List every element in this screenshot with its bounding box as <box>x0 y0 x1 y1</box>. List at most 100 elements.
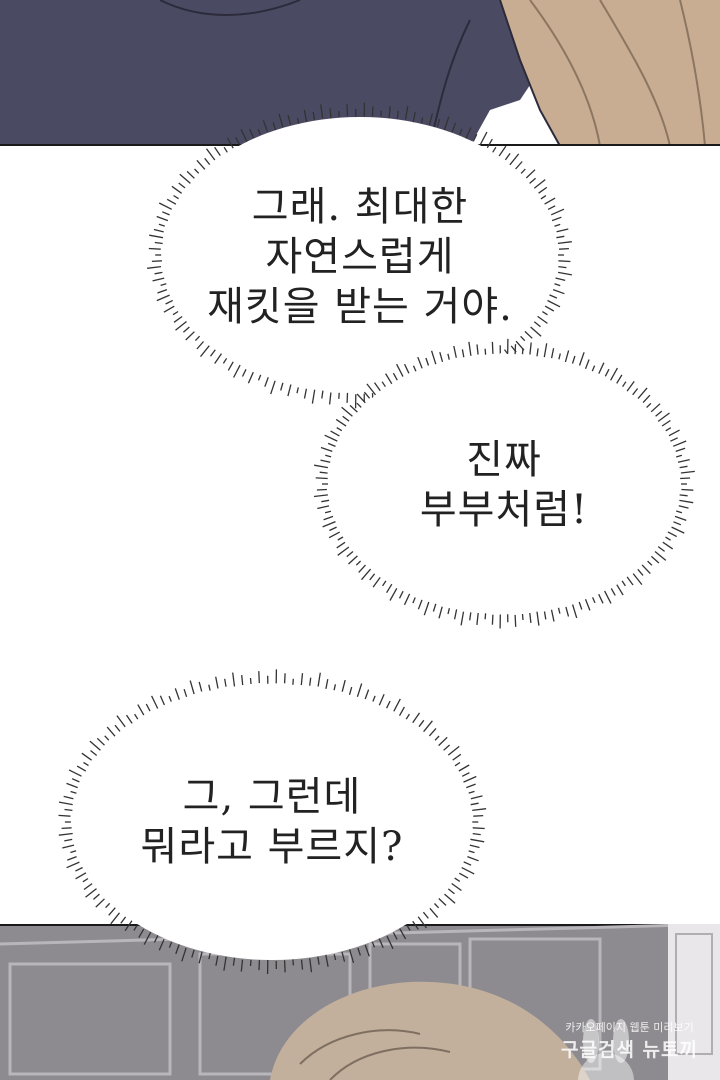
bubble-tick <box>196 159 206 170</box>
bubble-tick <box>451 122 457 133</box>
bubble-tick <box>647 560 653 566</box>
bubble-tick <box>348 555 358 565</box>
bubble-tick <box>361 568 372 581</box>
bubble-tick <box>168 695 172 702</box>
bubble-tick <box>120 916 127 924</box>
bubble-tick <box>412 597 416 604</box>
bubble-tick <box>451 882 462 892</box>
bubble-tick <box>215 676 219 689</box>
bubble-tick <box>646 402 652 408</box>
bubble-tick <box>571 355 576 364</box>
bubble-tick <box>461 867 475 875</box>
bubble-tick <box>75 872 87 880</box>
bubble-tick <box>198 951 203 964</box>
bubble-tick <box>558 265 567 269</box>
bubble-tick <box>396 110 399 119</box>
bubble-tick <box>657 412 670 422</box>
bubble-tick <box>194 335 201 342</box>
bunny-mascot-icon <box>578 1019 634 1080</box>
bubble-tick <box>463 861 472 866</box>
bubble-tick <box>62 844 75 849</box>
bubble-tick <box>358 564 366 573</box>
bubble-tick <box>81 752 92 761</box>
bubble-tick <box>173 315 183 323</box>
bubble-tick <box>145 703 151 712</box>
bubble-tick <box>439 352 444 362</box>
bubble-tick <box>342 415 350 422</box>
bubble-tick <box>356 402 362 408</box>
bubble-tick <box>672 440 687 447</box>
bubble-tick <box>61 827 72 830</box>
bubble-tick <box>555 277 566 282</box>
bubble-tick <box>529 612 532 623</box>
bubble-tick <box>336 427 343 432</box>
bubble-tick <box>386 583 393 594</box>
bubble-tick <box>467 855 479 862</box>
bubble-tick <box>552 288 565 295</box>
bubble-tick <box>521 613 524 621</box>
bubble-tick <box>547 299 561 308</box>
bubble-tick <box>114 724 121 732</box>
bubble-tick <box>578 601 583 610</box>
bubble-tick <box>468 850 475 854</box>
bubble-tick <box>677 458 690 463</box>
bubble-tick <box>319 471 328 474</box>
bubble-tick <box>165 299 173 305</box>
bubble-tick <box>162 211 170 216</box>
bubble-tick <box>346 550 354 558</box>
bubble-tick <box>650 403 661 413</box>
bubble-tick <box>300 959 304 970</box>
bubble-tick <box>472 827 485 830</box>
bubble-tick <box>538 186 548 194</box>
bubble-tick <box>468 341 472 356</box>
bubble-tick <box>247 371 254 384</box>
bubble-tick <box>520 335 526 342</box>
bubble-tick <box>159 695 165 706</box>
bubble-tick <box>458 872 469 879</box>
bubble-tick <box>438 606 443 619</box>
bubble-tick <box>106 726 116 737</box>
bubble-tick <box>491 341 494 354</box>
bubble-tick <box>540 195 547 200</box>
bubble-tick <box>549 294 558 299</box>
bubble-tick <box>323 515 334 521</box>
bubble-tick <box>458 764 470 772</box>
bubble-tick <box>341 951 346 962</box>
bubble-tick <box>529 177 537 184</box>
bubble-tick <box>641 564 651 575</box>
bubble-tick <box>369 573 376 581</box>
bubble-3-line-2: 뭐라고 부르지? <box>140 824 404 870</box>
bubble-tick <box>335 418 347 427</box>
bubble-tick <box>158 202 172 210</box>
bubble-tick <box>366 383 377 396</box>
bubble-tick <box>278 113 284 128</box>
bubble-tick <box>272 122 277 131</box>
bubble-tick <box>179 173 191 184</box>
bubble-tick <box>381 381 386 388</box>
bubble-tick <box>110 912 121 925</box>
bubble-tick <box>417 599 423 610</box>
bubble-tick <box>542 311 548 316</box>
bubble-tick <box>205 148 216 161</box>
bubble-1-line-3: 재킷을 받는 거야. <box>207 284 513 330</box>
bubble-tick <box>76 765 87 772</box>
bubble-tick <box>460 611 465 626</box>
bubble-tick <box>189 680 195 695</box>
bubble-fill <box>72 684 472 960</box>
bubble-tick <box>498 145 507 157</box>
bubble-tick <box>557 607 561 614</box>
bubble-tick <box>396 363 404 377</box>
bubble-tick <box>452 753 462 761</box>
bubble-tick <box>665 427 672 432</box>
bubble-tick <box>571 604 578 619</box>
bubble-tick <box>453 345 457 358</box>
bubble-tick <box>364 944 370 957</box>
bubble-tick <box>198 681 203 692</box>
bubble-tick <box>214 353 223 364</box>
bubble-tick <box>479 131 488 145</box>
bubble-tick <box>70 790 77 794</box>
bubble-tick <box>514 614 517 627</box>
bubble-tick <box>303 388 308 399</box>
bubble-tick <box>85 888 97 898</box>
bubble-tick <box>143 931 152 945</box>
